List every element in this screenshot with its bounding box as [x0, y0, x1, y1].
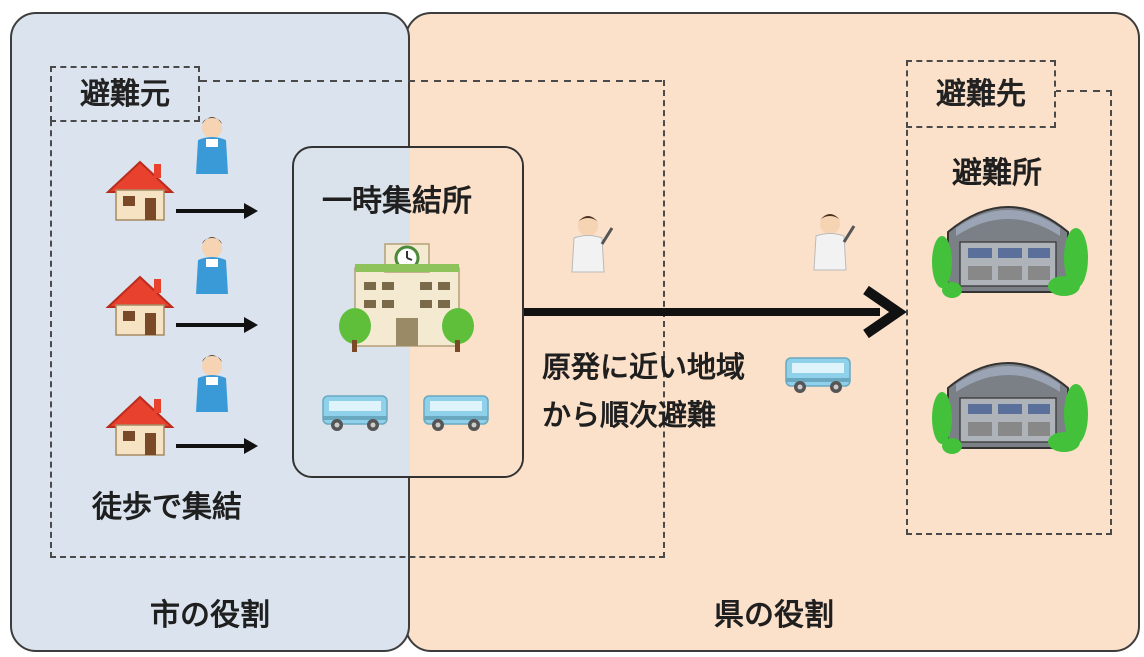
- resident-icon: [196, 355, 228, 412]
- destination-label: 避難先: [936, 77, 1026, 112]
- house-icon: [107, 276, 173, 336]
- staff-icon: [570, 214, 614, 274]
- gymnasium-icon: [931, 206, 1089, 299]
- school-building-icon: [339, 243, 474, 352]
- resident-icon: [196, 237, 228, 294]
- city-role-label: 市の役割: [150, 598, 270, 633]
- gymnasium-icon: [931, 362, 1089, 455]
- evacuation-note-line1: 原発に近い地域: [542, 350, 746, 384]
- destination-area: [906, 90, 1112, 535]
- assembly-point-label: 一時集結所: [322, 184, 472, 219]
- staff-icon: [812, 212, 856, 272]
- walk-label: 徒歩で集結: [92, 490, 242, 525]
- destination-label-box: 避難先: [906, 60, 1056, 128]
- origin-label: 避難元: [80, 77, 170, 112]
- bus-icon: [785, 357, 851, 394]
- bus-icon: [423, 395, 489, 432]
- origin-label-box: 避難元: [50, 66, 200, 122]
- walk-arrow: [176, 438, 258, 454]
- shelter-label: 避難所: [952, 156, 1042, 191]
- origin-area: [50, 80, 665, 558]
- bus-icon: [322, 395, 388, 432]
- evacuation-arrow: [524, 285, 907, 339]
- house-icon: [107, 161, 173, 221]
- walk-arrow: [176, 317, 258, 333]
- walk-arrow: [176, 203, 258, 219]
- house-icon: [107, 396, 173, 456]
- prefecture-role-label: 県の役割: [714, 598, 834, 633]
- resident-icon: [196, 117, 228, 174]
- evacuation-note-line2: から順次避難: [542, 398, 717, 432]
